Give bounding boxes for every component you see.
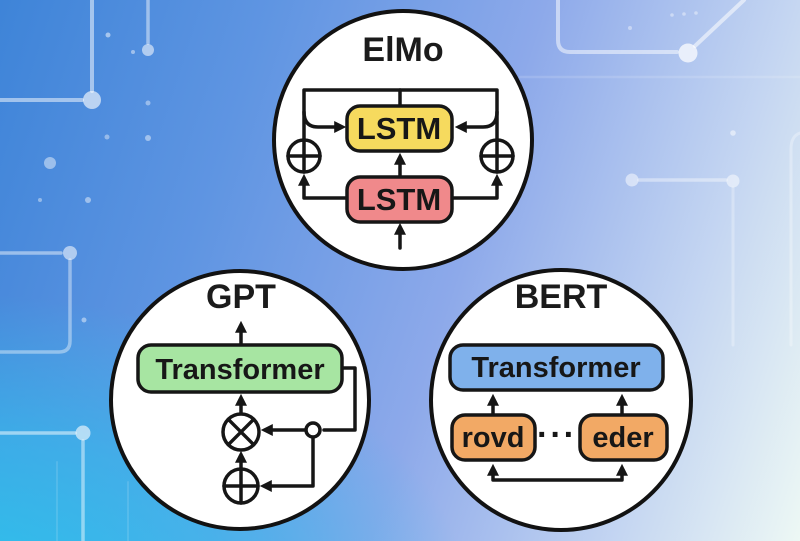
circuit-dot xyxy=(38,198,42,202)
circuit-node xyxy=(83,91,101,109)
lstm-bottom-box xyxy=(345,175,454,224)
gpt-bracket-wire xyxy=(322,366,357,432)
multiply-circle-icon xyxy=(221,412,261,452)
plus-circle-icon-right xyxy=(479,138,515,174)
lstm-bottom-label: LSTM xyxy=(357,182,441,217)
circuit-dot xyxy=(81,317,87,323)
junction-node-icon xyxy=(304,421,322,439)
circuit-node xyxy=(63,246,77,260)
elmo-left-lower-wire xyxy=(298,173,349,200)
plus-circle-icon-gpt xyxy=(222,467,260,505)
circuit-dot xyxy=(145,135,151,141)
bert-token-left-box xyxy=(450,413,537,462)
lstm-top-label: LSTM xyxy=(357,111,441,146)
circuit-dot xyxy=(628,26,632,30)
elmo-left-branch-arrow xyxy=(302,110,347,133)
gpt-group: GPT Transformer xyxy=(109,269,371,531)
plus-circle-icon-left xyxy=(286,138,322,174)
circuit-dot xyxy=(694,11,698,15)
circuit-dot xyxy=(105,32,111,38)
circuit-dot xyxy=(131,50,135,54)
lstm-top-box xyxy=(345,104,454,153)
circuit-line xyxy=(693,0,746,48)
elmo-right-lower-wire xyxy=(450,173,503,200)
circuit-line xyxy=(0,258,72,354)
circuit-dot xyxy=(85,197,91,203)
bert-token-right-label: eder xyxy=(592,422,653,454)
circuit-node xyxy=(678,43,698,63)
elmo-group: ElMo LSTM LSTM xyxy=(272,9,534,271)
circuit-node xyxy=(726,174,740,188)
circuit-node xyxy=(142,44,154,56)
bert-transformer-label: Transformer xyxy=(471,352,640,384)
circuit-line xyxy=(556,0,679,54)
bert-title: BERT xyxy=(515,278,608,316)
gpt-residual-wire xyxy=(259,435,315,492)
circuit-dot xyxy=(670,13,674,17)
gpt-transformer-label: Transformer xyxy=(155,354,324,386)
circuit-node xyxy=(75,425,91,441)
circuit-line xyxy=(789,131,800,347)
elmo-right-branch-arrow xyxy=(454,110,499,133)
circuit-node xyxy=(44,157,56,169)
circuit-dot xyxy=(104,134,110,140)
circuit-dot xyxy=(730,130,736,136)
bert-token-right-box xyxy=(578,413,669,462)
circuit-node xyxy=(625,173,639,187)
bert-group: BERT Transformer rovd eder ··· xyxy=(429,268,693,532)
circuit-dot xyxy=(682,12,686,16)
circuit-dot xyxy=(145,100,151,106)
bert-transformer-box xyxy=(448,343,665,392)
gpt-title: GPT xyxy=(206,278,276,316)
bert-token-left-label: rovd xyxy=(462,422,525,454)
bert-bidirectional-wire xyxy=(487,463,628,482)
bert-ellipsis: ··· xyxy=(537,416,577,454)
gpt-transformer-box xyxy=(136,343,344,394)
elmo-title: ElMo xyxy=(362,31,443,69)
